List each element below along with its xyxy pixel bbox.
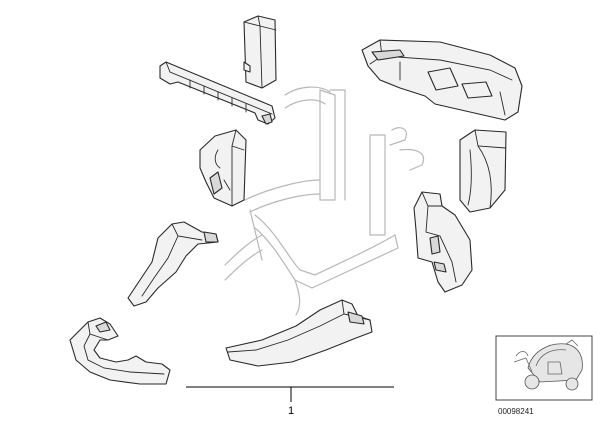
vehicle-frame-outline bbox=[224, 86, 424, 316]
cross-bracket-part bbox=[159, 61, 276, 125]
callout-group: 1 bbox=[186, 386, 394, 417]
lower-center-floor-part bbox=[225, 299, 373, 367]
callout-number: 1 bbox=[288, 405, 294, 417]
scooter-icon bbox=[513, 339, 583, 391]
lower-left-floor-part bbox=[69, 317, 171, 385]
upper-center-panel-part bbox=[243, 15, 277, 89]
right-side-bracket-part bbox=[413, 191, 473, 293]
left-footwell-part bbox=[127, 221, 219, 307]
left-center-bracket-part bbox=[199, 129, 247, 207]
vehicle-thumbnail: 00098241 bbox=[495, 335, 593, 416]
image-code-label: 00098241 bbox=[498, 407, 534, 416]
right-side-insert-part bbox=[459, 129, 507, 213]
rear-top-cover-part bbox=[361, 39, 523, 121]
